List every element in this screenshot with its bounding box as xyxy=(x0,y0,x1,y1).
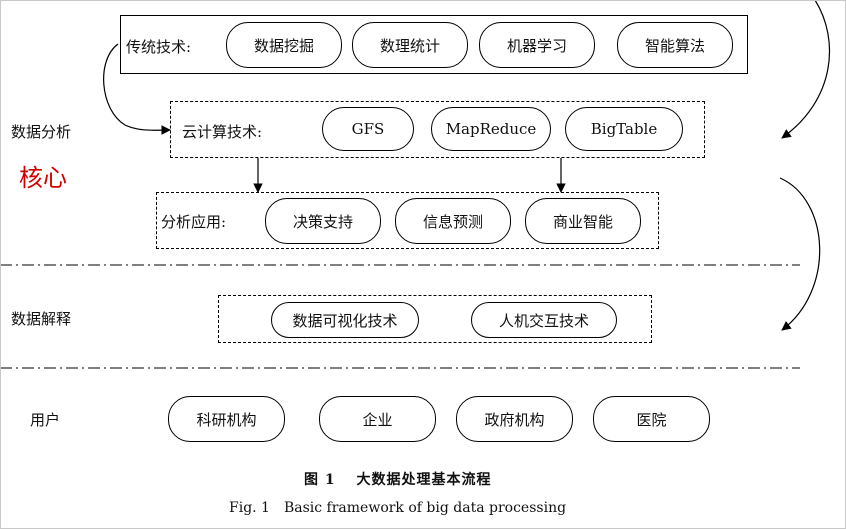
caption-chinese: 图 1 大数据处理基本流程 xyxy=(304,472,492,488)
cloud-item-gfs: GFS xyxy=(322,107,414,151)
layer-label-core: 核心 xyxy=(19,164,67,192)
traditional-item-statistics: 数理统计 xyxy=(352,22,468,68)
traditional-item-intelligent-algorithms: 智能算法 xyxy=(617,22,733,68)
application-label: 分析应用: xyxy=(161,213,227,231)
user-item-research-institutions: 科研机构 xyxy=(168,396,285,442)
interpretation-item-hci: 人机交互技术 xyxy=(471,302,617,338)
caption-english: Fig. 1 Basic framework of big data proce… xyxy=(229,500,567,516)
traditional-item-data-mining: 数据挖掘 xyxy=(226,22,342,68)
traditional-item-machine-learning: 机器学习 xyxy=(479,22,595,68)
arrow-right-curve-top xyxy=(781,0,831,139)
arrow-traditional-to-cloud xyxy=(103,43,171,135)
application-item-prediction: 信息预测 xyxy=(395,198,511,244)
cloud-item-bigtable: BigTable xyxy=(565,107,683,151)
cloud-item-mapreduce: MapReduce xyxy=(431,107,551,151)
traditional-tech-label: 传统技术: xyxy=(126,38,192,56)
user-item-hospitals: 医院 xyxy=(593,396,710,442)
user-item-government: 政府机构 xyxy=(456,396,573,442)
interpretation-item-visualization: 数据可视化技术 xyxy=(271,302,419,338)
application-item-decision-support: 决策支持 xyxy=(265,198,381,244)
cloud-tech-label: 云计算技术: xyxy=(182,123,263,141)
layer-label-analysis: 数据分析 xyxy=(11,123,72,141)
application-item-business-intelligence: 商业智能 xyxy=(525,198,641,244)
application-box xyxy=(156,192,659,249)
interpretation-box xyxy=(218,295,652,343)
layer-label-interpretation: 数据解释 xyxy=(11,310,72,328)
layer-label-users: 用户 xyxy=(30,411,61,429)
arrow-right-curve-bottom xyxy=(779,177,821,331)
cloud-tech-box xyxy=(170,101,705,158)
user-item-enterprises: 企业 xyxy=(319,396,436,442)
traditional-tech-box xyxy=(120,15,748,74)
